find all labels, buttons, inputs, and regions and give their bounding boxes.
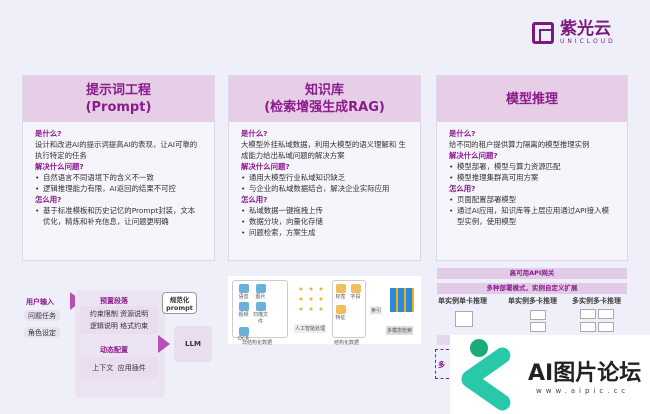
how-item: 基于标准模板和历史记忆的Prompt封装，文本优化，精炼和补充信息，让问题更明确 bbox=[35, 205, 202, 227]
how-heading: 怎么用? bbox=[35, 195, 62, 204]
data-type-label: 扫描文件 bbox=[253, 312, 269, 325]
data-type-label: OCR bbox=[238, 336, 249, 342]
solve-item: 通用大模型行业私域知识缺乏 bbox=[241, 172, 408, 183]
cube-icon bbox=[390, 288, 414, 312]
gpu-icon bbox=[598, 322, 614, 332]
dynamic-item: 应用插件 bbox=[117, 364, 146, 372]
structured-item: 标签 bbox=[335, 294, 346, 300]
type-label: 单实例多卡推理 bbox=[508, 297, 557, 305]
preset-label: 预置段落 bbox=[100, 297, 128, 305]
input-item: 角色设定 bbox=[24, 327, 60, 338]
neural-network-icon bbox=[296, 284, 326, 314]
structured-icon bbox=[350, 284, 361, 293]
type-label: 单实例单卡推理 bbox=[438, 297, 487, 305]
gpu-icon bbox=[580, 309, 596, 319]
watermark: AI图片论坛 www.aipic.cc bbox=[450, 335, 650, 414]
how-item: 问题检索，方案生成 bbox=[241, 227, 408, 238]
index-label: 索引 bbox=[370, 306, 383, 315]
card-1: 知识库 (检索增强生成RAG) 是什么? 大模型外挂私域数据，利用大模型的语义理解… bbox=[228, 75, 421, 261]
gpu-icon bbox=[530, 322, 546, 332]
gpu-icon bbox=[598, 309, 614, 319]
dynamic-label: 动态配置 bbox=[100, 346, 128, 354]
card-header: 提示词工程 (Prompt) bbox=[23, 76, 214, 122]
card-header: 模型推理 bbox=[437, 76, 627, 122]
how-heading: 怎么用? bbox=[241, 195, 268, 204]
card-subtitle: (检索增强生成RAG) bbox=[264, 100, 385, 115]
data-type-label: 图片 bbox=[255, 294, 266, 300]
preset-item: 逻辑说明 bbox=[89, 322, 118, 330]
solve-heading: 解决什么问题? bbox=[35, 162, 84, 171]
gpu-icon bbox=[530, 310, 546, 320]
what-text: 设计和改进AI的提示词提高AI的表现，让AI可靠的执行特定的任务 bbox=[35, 140, 198, 160]
what-text: 大模型外挂私域数据，利用大模型的语义理解和 生成能力给出私域问题的解决方案 bbox=[241, 140, 406, 160]
watermark-text: AI图片论坛 bbox=[528, 361, 642, 386]
llm-box: LLM bbox=[174, 326, 212, 362]
card-title: 知识库 bbox=[304, 83, 344, 98]
solve-item: 模型推理集群高可用方案 bbox=[449, 172, 615, 183]
card-header: 知识库 (检索增强生成RAG) bbox=[229, 76, 420, 122]
arrow-icon bbox=[158, 335, 170, 353]
preset-item: 格式约束 bbox=[120, 322, 149, 330]
partial-label: 多 bbox=[438, 361, 445, 369]
solve-item: 模型部署，模型与算力资源匹配 bbox=[449, 161, 615, 172]
solve-heading: 解决什么问题? bbox=[241, 162, 290, 171]
data-type-icon bbox=[238, 302, 249, 311]
user-input-label: 用户输入 bbox=[26, 298, 54, 306]
gpu-icon bbox=[455, 311, 473, 327]
search-label: 多模态检索 bbox=[386, 326, 414, 335]
structured-item: 特征 bbox=[335, 315, 346, 321]
data-type-icon bbox=[238, 284, 249, 293]
logo-cn: 紫光云 bbox=[560, 19, 611, 39]
type-label: 多实例多卡推理 bbox=[572, 297, 621, 305]
dynamic-item: 上下文 bbox=[92, 364, 114, 372]
card-subtitle: (Prompt) bbox=[85, 100, 152, 115]
how-item: 通过AI应用，知识库等上层应用通过API接入模型实例，使用模型 bbox=[449, 205, 615, 227]
card-0: 提示词工程 (Prompt) 是什么? 设计和改进AI的提示词提高AI的表现，让A… bbox=[22, 75, 215, 261]
structured-item: 字段 bbox=[350, 294, 361, 300]
structured-label: 结构化数据 bbox=[334, 340, 360, 346]
what-heading: 是什么? bbox=[449, 129, 476, 138]
data-type-icon bbox=[255, 284, 266, 293]
what-heading: 是什么? bbox=[35, 129, 62, 138]
watermark-logo-icon bbox=[454, 339, 514, 414]
solve-heading: 解决什么问题? bbox=[449, 151, 498, 160]
ai-process-label: 人工智能处理 bbox=[294, 324, 327, 333]
gpu-icon bbox=[580, 322, 596, 332]
preset-item: 约束限制 bbox=[89, 310, 118, 318]
how-heading: 怎么用? bbox=[449, 184, 476, 193]
data-type-label: 语音 bbox=[238, 294, 249, 300]
solve-item: 与企业的私域数据结合，解决企业实际应用 bbox=[241, 183, 408, 194]
structured-icon bbox=[335, 284, 346, 293]
data-type-icon bbox=[238, 327, 249, 336]
normalized-prompt: 规范化 prompt bbox=[162, 292, 197, 314]
unstructured-label: 非结构化数据 bbox=[242, 340, 273, 346]
data-type-label: 视频 bbox=[238, 312, 249, 318]
input-item: 问题任务 bbox=[24, 310, 60, 321]
watermark-url: www.aipic.cc bbox=[536, 387, 630, 395]
deploy-modes: 多种部署模式，实例自定义扩展 bbox=[437, 283, 627, 294]
what-heading: 是什么? bbox=[241, 129, 268, 138]
api-gateway: 高可用API网关 bbox=[437, 268, 627, 279]
how-item: 数据分块，向量化存储 bbox=[241, 216, 408, 227]
card-2: 模型推理 是什么? 给不同的租户提供算力隔离的模型推理实例 解决什么问题? 模型… bbox=[436, 75, 628, 261]
structured-icon bbox=[335, 305, 346, 314]
solve-item: 自然语言不同语境下的含义不一致 bbox=[35, 172, 202, 183]
rag-flow: 语音图片视频扫描文件 OCR 非结构化数据 人工智能处理 标签字段特征 结构化数据… bbox=[228, 276, 421, 346]
logo-icon bbox=[532, 21, 554, 44]
logo-en: UNICLOUD bbox=[560, 38, 616, 45]
preset-item: 资源说明 bbox=[120, 310, 149, 318]
how-item: 页面配置部署模型 bbox=[449, 194, 615, 205]
how-item: 私域数据一键拖拽上传 bbox=[241, 205, 408, 216]
solve-item: 逻辑推理能力有限，AI返回的结果不可控 bbox=[35, 183, 202, 194]
what-text: 给不同的租户提供算力隔离的模型推理实例 bbox=[449, 140, 590, 149]
data-type-icon bbox=[255, 302, 266, 311]
card-title: 模型推理 bbox=[505, 91, 558, 107]
card-title: 提示词工程 bbox=[85, 83, 151, 98]
